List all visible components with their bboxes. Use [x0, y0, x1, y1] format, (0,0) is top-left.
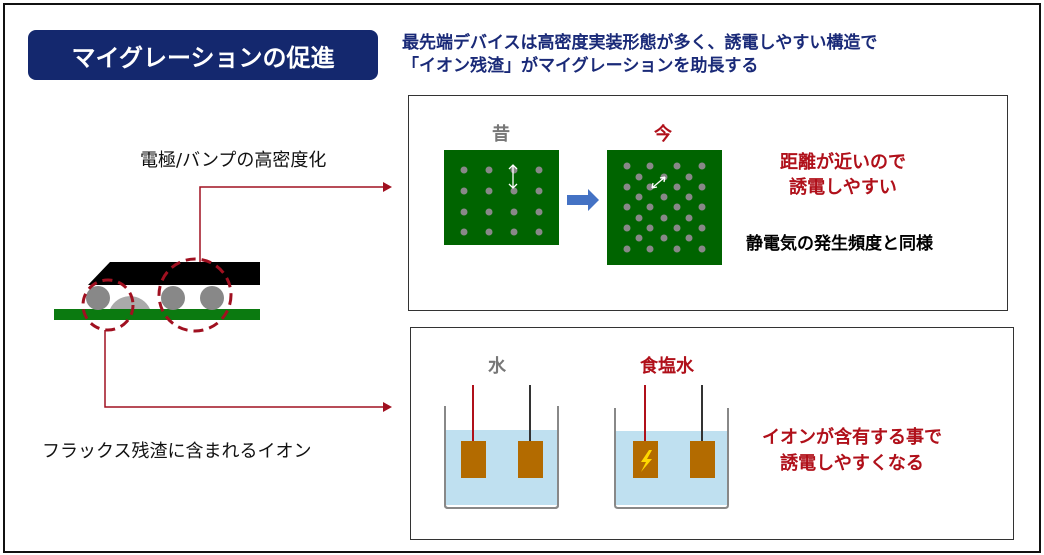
chip-package-icon	[54, 257, 260, 333]
label-high-density: 電極/バンプの高密度化	[140, 150, 327, 171]
bump	[646, 183, 654, 191]
bump	[660, 234, 668, 242]
bump	[485, 228, 493, 236]
bump	[698, 245, 706, 253]
bump	[685, 214, 693, 222]
ions-note-line-2: 誘電しやすくなる	[780, 453, 924, 474]
bump	[623, 203, 631, 211]
bump	[660, 214, 668, 222]
bump	[623, 224, 631, 232]
bump	[685, 173, 693, 181]
bump	[635, 214, 643, 222]
bump	[460, 228, 468, 236]
bump	[673, 224, 681, 232]
distance-arrow-icon	[508, 164, 518, 189]
distance-arrow-icon	[651, 176, 666, 189]
density-note-line-2: 誘電しやすい	[789, 177, 897, 198]
bump	[673, 245, 681, 253]
bump	[535, 166, 543, 174]
bump	[510, 208, 518, 216]
bump	[673, 183, 681, 191]
bump	[635, 173, 643, 181]
label-now: 今	[654, 124, 672, 145]
density-note-red: 距離が近いので 誘電しやすい	[780, 150, 906, 200]
bump	[646, 224, 654, 232]
bump	[646, 203, 654, 211]
bump	[460, 166, 468, 174]
page-title: マイグレーションの促進	[28, 30, 378, 80]
bump	[698, 224, 706, 232]
subtitle-line-2: 「イオン残渣」がマイグレーションを助長する	[402, 56, 759, 76]
beaker-water	[444, 385, 559, 509]
subtitle: 最先端デバイスは高密度実装形態が多く、誘電しやすい構造で 「イオン残渣」がマイグ…	[402, 32, 877, 78]
bump	[698, 162, 706, 170]
bump	[535, 187, 543, 195]
bump	[510, 228, 518, 236]
bump	[673, 162, 681, 170]
bump	[673, 203, 681, 211]
bump	[623, 162, 631, 170]
right-arrow-icon	[567, 189, 599, 211]
density-note-line-1: 距離が近いので	[780, 152, 906, 173]
connector-lines	[104, 186, 385, 408]
subtitle-line-1: 最先端デバイスは高密度実装形態が多く、誘電しやすい構造で	[402, 33, 878, 53]
label-water: 水	[488, 356, 506, 377]
ions-note-red: イオンが含有する事で 誘電しやすくなる	[762, 425, 942, 477]
bump	[535, 208, 543, 216]
bump	[635, 234, 643, 242]
bump	[623, 245, 631, 253]
outer-frame	[3, 3, 1041, 553]
ions-note-line-1: イオンが含有する事で	[762, 427, 942, 448]
bump	[646, 245, 654, 253]
beaker-saltwater	[614, 385, 729, 509]
bump	[660, 193, 668, 201]
bump	[685, 193, 693, 201]
bump	[698, 203, 706, 211]
label-flux-ions: フラックス残渣に含まれるイオン	[42, 441, 312, 462]
bump	[510, 187, 518, 195]
bump	[460, 187, 468, 195]
bump	[485, 187, 493, 195]
bump	[698, 183, 706, 191]
bump	[485, 166, 493, 174]
arrow-head-bottom	[383, 402, 392, 412]
bump	[535, 228, 543, 236]
bump	[635, 193, 643, 201]
arrow-head-top	[383, 182, 392, 192]
bump	[623, 183, 631, 191]
lightning-icon	[641, 450, 652, 472]
label-before: 昔	[492, 124, 510, 145]
bump	[460, 208, 468, 216]
bump	[685, 234, 693, 242]
label-saltwater: 食塩水	[640, 356, 694, 377]
bump	[485, 208, 493, 216]
bump	[646, 162, 654, 170]
density-note-black: 静電気の発生頻度と同様	[746, 234, 933, 254]
